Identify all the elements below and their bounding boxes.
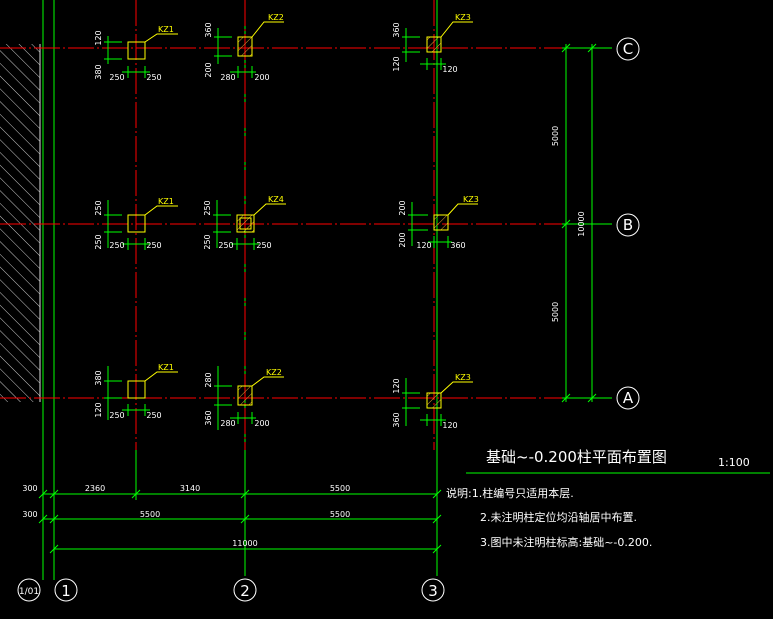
dim-v1: 380 bbox=[94, 370, 103, 385]
column-kz2-c2: KZ2 360 200 280 200 bbox=[204, 13, 284, 82]
column-kz1-c1: KZ1 120 380 250 250 bbox=[94, 25, 178, 82]
dim-v2: 250 bbox=[203, 234, 212, 249]
dim-bottom-r1-b: 2360 bbox=[85, 484, 105, 493]
axis-bubble-1-01: 1/01 bbox=[17, 578, 41, 602]
dim-v1: 360 bbox=[204, 22, 213, 37]
dim-h2: 250 bbox=[146, 241, 161, 250]
column-label: KZ3 bbox=[455, 13, 471, 22]
axis-label-b: B bbox=[623, 216, 633, 234]
column-label: KZ3 bbox=[455, 373, 471, 382]
dim-h2: 200 bbox=[254, 73, 269, 82]
dim-v1: 280 bbox=[204, 372, 213, 387]
dim-v2: 120 bbox=[94, 402, 103, 417]
axis-label-3: 3 bbox=[428, 582, 438, 600]
dim-h2: 250 bbox=[256, 241, 271, 250]
axis-label-a: A bbox=[623, 389, 634, 407]
axis-bubble-c: C bbox=[616, 37, 640, 61]
dim-h2: 250 bbox=[146, 73, 161, 82]
axis-bubble-a: A bbox=[616, 386, 640, 410]
note-2: 2.未注明柱定位均沿轴居中布置. bbox=[480, 510, 637, 524]
dim-h2: 360 bbox=[450, 241, 465, 250]
axis-label-2: 2 bbox=[240, 582, 250, 600]
existing-wall bbox=[0, 44, 40, 402]
dim-bottom-r1-d: 5500 bbox=[330, 484, 350, 493]
axis-bubble-3: 3 bbox=[421, 578, 445, 602]
dim-v2: 200 bbox=[398, 232, 407, 247]
drawing-title: 基础~-0.200柱平面布置图 bbox=[486, 448, 667, 466]
axis-label-1-01: 1/01 bbox=[19, 587, 39, 597]
dim-v2: 120 bbox=[392, 56, 401, 71]
dim-v2: 360 bbox=[392, 412, 401, 427]
dim-v2: 360 bbox=[204, 410, 213, 425]
note-1: 说明:1.柱编号只适用本层. bbox=[446, 486, 574, 500]
dim-v1: 250 bbox=[203, 200, 212, 215]
column-kz3-a3: KZ3 120 360 120 bbox=[392, 373, 473, 430]
dim-h1: 250 bbox=[109, 241, 124, 250]
dim-v1: 120 bbox=[94, 30, 103, 45]
column-kz4-b2: KZ4 250 250 250 250 bbox=[203, 195, 286, 250]
column-kz3-c3: KZ3 360 120 120 bbox=[392, 13, 473, 74]
dim-v1: 360 bbox=[392, 22, 401, 37]
dim-v2: 250 bbox=[94, 234, 103, 249]
column-label: KZ4 bbox=[268, 195, 284, 204]
note-3: 3.图中未注明柱标高:基础~-0.200. bbox=[480, 535, 652, 549]
bottom-dimension-lines bbox=[38, 450, 442, 554]
dim-h2: 250 bbox=[146, 411, 161, 420]
column-label: KZ1 bbox=[158, 197, 174, 206]
dim-bottom-total: 11000 bbox=[232, 539, 257, 548]
dim-v1: 120 bbox=[392, 378, 401, 393]
dim-h2: 200 bbox=[254, 419, 269, 428]
dim-bottom-r1-a: 300 bbox=[22, 484, 37, 493]
dim-v1: 200 bbox=[398, 200, 407, 215]
dim-right-upper: 5000 bbox=[551, 126, 560, 146]
axis-label-c: C bbox=[623, 40, 633, 58]
dim-right-lower: 5000 bbox=[551, 302, 560, 322]
dim-h1: 250 bbox=[109, 411, 124, 420]
dim-h1: 120 bbox=[416, 241, 431, 250]
dim-right-total: 10000 bbox=[577, 211, 586, 236]
axis-lines-red bbox=[0, 0, 612, 450]
dim-v2: 380 bbox=[94, 64, 103, 79]
dim-h1: 120 bbox=[442, 65, 457, 74]
dim-h1: 250 bbox=[218, 241, 233, 250]
dim-h1: 250 bbox=[109, 73, 124, 82]
drawing-scale: 1:100 bbox=[718, 456, 750, 469]
dim-bottom-r2-a: 300 bbox=[22, 510, 37, 519]
column-kz3-b3: KZ3 200 200 120 360 bbox=[398, 195, 479, 250]
axis-bubble-1: 1 bbox=[54, 578, 78, 602]
dim-h1: 280 bbox=[220, 419, 235, 428]
column-kz1-a1: KZ1 380 120 250 250 bbox=[94, 363, 178, 420]
column-label: KZ2 bbox=[266, 368, 282, 377]
dim-v1: 250 bbox=[94, 200, 103, 215]
dim-h1: 280 bbox=[220, 73, 235, 82]
right-dimension-lines bbox=[561, 43, 612, 403]
column-kz2-a2: KZ2 280 360 280 200 bbox=[204, 366, 284, 430]
dim-bottom-r2-b: 5500 bbox=[140, 510, 160, 519]
axis-bubble-2: 2 bbox=[233, 578, 257, 602]
dim-bottom-r1-c: 3140 bbox=[180, 484, 200, 493]
column-grid-lines bbox=[42, 0, 438, 580]
column-label: KZ2 bbox=[268, 13, 284, 22]
dim-v2: 200 bbox=[204, 62, 213, 77]
column-label: KZ1 bbox=[158, 363, 174, 372]
column-label: KZ3 bbox=[463, 195, 479, 204]
dim-h1: 120 bbox=[442, 421, 457, 430]
column-label: KZ1 bbox=[158, 25, 174, 34]
axis-bubble-b: B bbox=[616, 213, 640, 237]
axis-label-1: 1 bbox=[61, 582, 71, 600]
dim-bottom-r2-c: 5500 bbox=[330, 510, 350, 519]
column-kz1-b1: KZ1 250 250 250 250 bbox=[94, 197, 178, 250]
